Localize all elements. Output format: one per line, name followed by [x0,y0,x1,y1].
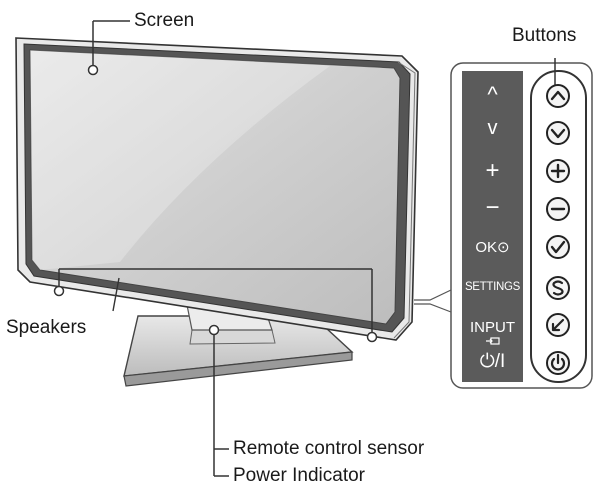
sensor-dot [208,324,220,336]
controls-panel [450,62,593,389]
remote-sensor-label: Remote control sensor [233,438,425,459]
input-source-icon [486,337,500,345]
panel-power-label: ⏻/I [479,351,506,372]
panel-settings-label: SETTINGS [464,281,521,293]
panel-connector [414,289,452,313]
panel-up-label: ^ [487,82,498,107]
panel-ok-label: OK⊙ [475,239,510,256]
check-icon [546,235,570,259]
panel-input-label: INPUT [470,319,515,336]
minus-icon [546,197,570,221]
up-icon [546,84,570,108]
down-icon [546,121,570,145]
sensor-leader [208,324,229,477]
panel-minus-label: − [485,194,500,221]
buttons-label: Buttons [512,25,577,46]
tv-body [15,37,419,341]
plus-icon [546,159,570,183]
button-column [530,70,587,383]
settings-s-icon [546,276,570,300]
screen-leader [87,20,130,76]
input-arrow-icon [546,313,570,337]
speakers-label: Speakers [6,317,87,338]
panel-label-strip [462,71,523,382]
speakers-bracket [53,268,378,343]
power-icon [546,351,570,375]
speaker-right-dot [366,331,378,343]
panel-down-label: v [487,117,498,139]
panel-plus-label: + [485,157,500,184]
tv-stand [123,299,354,387]
screen-label: Screen [134,10,195,31]
screen-dot [87,64,99,76]
power-indicator-label: Power Indicator [233,465,366,486]
speaker-left-dot [53,285,65,297]
